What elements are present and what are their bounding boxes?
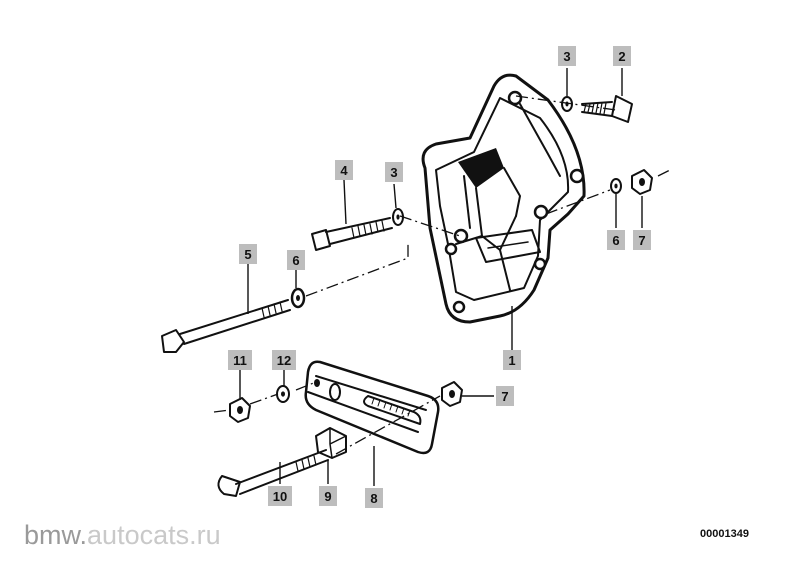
callout-7-right-label: 7 <box>638 233 645 248</box>
part-4-bolt[interactable] <box>311 217 393 251</box>
leader-lines <box>239 68 643 486</box>
part-7-nut-right[interactable] <box>631 169 653 195</box>
callout-3-middle-label: 3 <box>390 165 397 180</box>
part-9-square-nut[interactable] <box>315 427 347 459</box>
part-11-nut[interactable] <box>229 397 251 423</box>
callout-6-right: 6 <box>607 230 625 250</box>
callout-11-label: 11 <box>233 353 247 368</box>
part-8-slotted-plate[interactable] <box>304 360 440 455</box>
part-10-carriage-bolt[interactable] <box>217 449 329 497</box>
watermark-prefix: bmw. <box>24 520 88 550</box>
callout-3-middle: 3 <box>385 162 403 182</box>
callout-2: 2 <box>613 46 631 66</box>
callout-8: 8 <box>365 488 383 508</box>
callout-1-label: 1 <box>508 353 515 368</box>
callout-6-right-label: 6 <box>612 233 619 248</box>
callout-6-left-label: 6 <box>292 253 299 268</box>
callout-5-label: 5 <box>244 247 251 262</box>
callout-3-top-label: 3 <box>563 49 570 64</box>
callout-11: 11 <box>228 350 252 370</box>
diagram-code: 00001349 <box>700 528 749 540</box>
callout-12: 12 <box>272 350 296 370</box>
callout-2-label: 2 <box>618 49 625 64</box>
callout-9: 9 <box>319 486 337 506</box>
watermark-text: bmw.autocats.ru <box>24 520 221 551</box>
callout-10: 10 <box>268 486 292 506</box>
callout-6-left: 6 <box>287 250 305 270</box>
alignment-lines <box>213 95 671 455</box>
callout-7-lower-label: 7 <box>501 389 508 404</box>
callout-9-label: 9 <box>324 489 331 504</box>
callout-10-label: 10 <box>273 489 287 504</box>
callout-4-label: 4 <box>340 163 348 178</box>
part-6-washer-right[interactable] <box>610 178 622 194</box>
callout-8-label: 8 <box>370 491 377 506</box>
part-7-nut-lower[interactable] <box>441 381 463 407</box>
callout-1: 1 <box>503 350 521 370</box>
part-12-washer[interactable] <box>276 385 290 403</box>
callout-7-lower: 7 <box>496 386 514 406</box>
part-1-bracket[interactable] <box>421 73 586 324</box>
callout-3-top: 3 <box>558 46 576 66</box>
callout-12-label: 12 <box>277 353 291 368</box>
watermark-domain: autocats.ru <box>87 520 221 550</box>
part-6-washer-left[interactable] <box>290 287 306 309</box>
callout-4: 4 <box>335 160 353 180</box>
callout-7-right: 7 <box>633 230 651 250</box>
callout-5: 5 <box>239 244 257 264</box>
part-5-long-bolt[interactable] <box>161 299 291 353</box>
